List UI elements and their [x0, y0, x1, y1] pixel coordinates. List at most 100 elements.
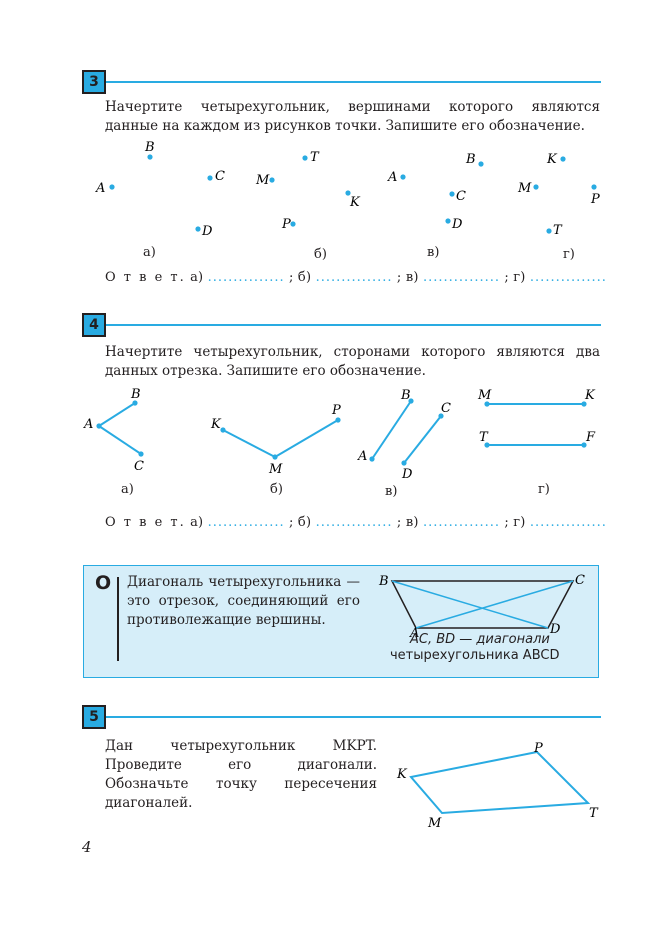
answer-blank[interactable]: ............... [423, 270, 500, 285]
point [445, 218, 451, 224]
answer-blank[interactable]: ............... [207, 515, 285, 530]
task-header-line [106, 81, 601, 83]
point-label: C [575, 573, 585, 588]
definition-rule [117, 577, 119, 661]
point-label: K [584, 388, 596, 403]
task-3-figures: A B C D M T K P A B C D K M P T [95, 140, 600, 239]
point [147, 154, 153, 160]
definition-figure: B C A D [378, 573, 585, 638]
definition-letter: О [95, 572, 112, 594]
point-label: B [378, 574, 389, 589]
point-label: K [546, 152, 558, 167]
point-label: T [479, 430, 489, 445]
definition-box [83, 565, 599, 678]
task-number: 5 [82, 705, 106, 729]
point [546, 228, 552, 234]
page-number: 4 [82, 838, 92, 856]
task-3-answer: О т в е т. а) ............... ; б) .....… [105, 270, 607, 285]
answer-blank[interactable]: ............... [529, 270, 607, 285]
figure-label-a: а) [121, 482, 134, 497]
point-label: D [549, 622, 561, 637]
task-number: 4 [82, 313, 106, 337]
point-label: B [130, 387, 141, 402]
answer-item-v: в) [405, 515, 419, 530]
definition-caption-line2: четырехугольника ABCD [390, 648, 560, 663]
point-label: P [281, 217, 291, 232]
answer-item-g: г) [513, 270, 526, 285]
task-4-figures: A B C K M P A B C D M K T F [83, 387, 596, 482]
answer-separator: ; [396, 270, 402, 285]
answer-item-v: в) [405, 270, 419, 285]
point-label: K [396, 767, 408, 782]
point-label: A [387, 170, 397, 185]
task-3-text: Начертите четырехугольник, вершинами кот… [105, 99, 600, 134]
point-label: M [268, 462, 283, 477]
point-label: A [409, 626, 419, 638]
point [400, 174, 406, 180]
point-label: M [427, 816, 442, 831]
point [302, 155, 308, 161]
figure-label-v: в) [385, 484, 398, 499]
figure-label-v: в) [427, 245, 440, 260]
task-5-figure: K P M T [396, 741, 599, 831]
figure-label-g: г) [538, 482, 550, 497]
answer-separator: ; [504, 270, 509, 285]
point-label: A [95, 181, 105, 196]
point [560, 156, 566, 162]
answer-item-g: г) [513, 515, 526, 530]
point-label: T [553, 223, 563, 238]
figure-label-b: б) [270, 482, 283, 497]
answer-prefix: О т в е т. [105, 270, 186, 285]
point [290, 221, 296, 227]
point [449, 191, 455, 197]
point-label: B [400, 388, 411, 403]
task-header-line [106, 716, 601, 718]
point-label: P [331, 403, 341, 418]
point [269, 177, 275, 183]
point [195, 226, 201, 232]
point-label: M [517, 181, 532, 196]
point-label: D [201, 224, 213, 239]
answer-blank[interactable]: ............... [207, 270, 285, 285]
point [478, 161, 484, 167]
point-label: K [349, 195, 361, 210]
definition-caption-line1: AC, BD — диагонали [410, 632, 550, 647]
figure-label-b: б) [314, 247, 327, 262]
point-label: C [441, 401, 451, 416]
point [591, 184, 597, 190]
point-label: A [83, 417, 93, 432]
answer-item-b: б) [297, 515, 312, 530]
task-4-text: Начертите четырехугольник, сторонами кот… [105, 344, 600, 379]
answer-prefix: О т в е т. [105, 515, 186, 530]
point-label: K [210, 417, 222, 432]
point-label: A [357, 449, 367, 464]
answer-separator: ; [504, 515, 509, 530]
answer-separator: ; [396, 515, 402, 530]
point-label: T [589, 806, 599, 821]
point-label: M [255, 173, 270, 188]
point-label: C [215, 169, 225, 184]
point [345, 190, 351, 196]
answer-separator: ; [288, 515, 294, 530]
point-label: D [451, 217, 463, 232]
answer-item-b: б) [297, 270, 312, 285]
point-label: M [477, 388, 492, 403]
point [109, 184, 115, 190]
point-label: T [310, 150, 320, 165]
point-label: B [465, 152, 476, 167]
answer-blank[interactable]: ............... [315, 515, 393, 530]
answer-item-a: а) [190, 515, 204, 530]
figure-label-a: а) [143, 245, 156, 260]
point-label: P [533, 741, 543, 756]
answer-blank[interactable]: ............... [315, 270, 393, 285]
point-label: C [134, 459, 144, 474]
point-label: D [401, 467, 413, 482]
answer-blank[interactable]: ............... [529, 515, 607, 530]
answer-blank[interactable]: ............... [423, 515, 500, 530]
answer-item-a: а) [190, 270, 204, 285]
task-header-line [106, 324, 601, 326]
point-label: B [144, 140, 155, 155]
task-4-answer: О т в е т. а) ............... ; б) .....… [105, 515, 607, 530]
task-5-text: Дан четырехугольник MKPT. Проведите его … [105, 738, 377, 811]
task-number: 3 [82, 70, 106, 94]
